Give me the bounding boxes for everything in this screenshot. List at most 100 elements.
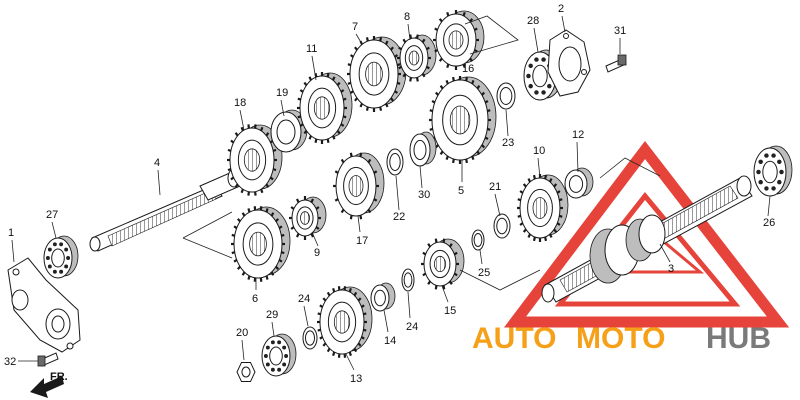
leader-line-c26 xyxy=(767,195,771,217)
bearing-holder-plate xyxy=(7,257,81,353)
callout-labels: 1234567891011121314151617181920212223242… xyxy=(4,3,775,385)
leader-line-c25 xyxy=(479,249,483,265)
callout-32: 32 xyxy=(4,356,16,368)
bearing-26 xyxy=(753,145,793,197)
leader-line-c27 xyxy=(51,221,57,239)
leader-line-c23 xyxy=(505,109,509,137)
leader-line-c2 xyxy=(561,15,566,33)
bolt-31 xyxy=(605,54,627,73)
callout-8: 8 xyxy=(404,11,410,23)
front-arrow-label: FR. xyxy=(50,371,68,383)
callout-2: 2 xyxy=(558,3,564,15)
gear-15 xyxy=(421,238,465,290)
callout-13: 13 xyxy=(350,373,362,385)
leader-line-c28 xyxy=(533,27,539,53)
leader-line-c19 xyxy=(280,99,285,117)
gear-8 xyxy=(397,34,437,82)
callout-19: 19 xyxy=(276,87,288,99)
leader-line-c13 xyxy=(345,353,355,371)
collar-14 xyxy=(370,282,396,312)
watermark-moto: MOTO xyxy=(576,322,665,355)
washer-22 xyxy=(386,148,404,176)
gear-7 xyxy=(347,36,407,112)
group-brackets xyxy=(182,15,661,291)
callout-26: 26 xyxy=(763,217,775,229)
leader-line-c24a xyxy=(303,305,309,327)
washer-25 xyxy=(471,229,485,251)
callout-4: 4 xyxy=(154,157,160,169)
gear-11 xyxy=(297,72,353,144)
callout-5: 5 xyxy=(458,185,464,197)
bolt-32 xyxy=(37,352,59,367)
leader-line-c15 xyxy=(441,285,449,303)
bearing-30 xyxy=(409,131,437,167)
callout-28: 28 xyxy=(527,15,539,27)
leader-line-c11 xyxy=(311,55,317,81)
callout-3: 3 xyxy=(668,263,674,275)
countershaft xyxy=(541,175,753,303)
leader-line-c30 xyxy=(419,165,423,189)
nut-20 xyxy=(236,361,256,383)
callout-27: 27 xyxy=(46,209,58,221)
watermark-logo: AUTO MOTO HUB xyxy=(472,322,771,355)
callout-7: 7 xyxy=(352,21,358,33)
leader-line-c20 xyxy=(241,339,245,361)
leader-line-c24b xyxy=(407,291,411,319)
leader-line-c7 xyxy=(355,33,363,45)
leader-line-c22 xyxy=(395,175,400,211)
gear-5 xyxy=(429,76,497,164)
watermark-hub: HUB xyxy=(706,322,771,355)
callout-23: 23 xyxy=(502,137,514,149)
callout-24: 24 xyxy=(298,293,310,305)
callout-20: 20 xyxy=(236,327,248,339)
leader-line-c17 xyxy=(357,215,361,233)
front-arrow: FR. xyxy=(30,371,68,398)
callout-12: 12 xyxy=(572,129,584,141)
bearing-29 xyxy=(261,333,297,377)
callout-29: 29 xyxy=(266,309,278,321)
mainshaft xyxy=(89,168,241,252)
gears-layer xyxy=(43,10,793,383)
leader-line-c14 xyxy=(383,309,389,333)
gear-13 xyxy=(317,286,373,358)
callout-1: 1 xyxy=(8,227,14,239)
callout-24: 24 xyxy=(406,321,418,333)
watermark-auto: AUTO xyxy=(472,322,556,355)
washer-24a xyxy=(302,326,318,350)
callout-18: 18 xyxy=(234,97,246,109)
gear-18 xyxy=(227,124,283,196)
leader-line-c4 xyxy=(157,169,161,196)
washer-24b xyxy=(401,268,415,292)
collar-12 xyxy=(564,167,594,199)
callout-16: 16 xyxy=(462,63,474,75)
gear-6 xyxy=(231,206,291,282)
callout-11: 11 xyxy=(306,43,317,55)
leader-line-c10 xyxy=(537,157,541,179)
callout-9: 9 xyxy=(314,247,320,259)
callout-15: 15 xyxy=(444,305,456,317)
gear-17 xyxy=(333,152,385,220)
gear-9 xyxy=(289,196,327,240)
callout-31: 31 xyxy=(614,25,626,37)
leader-line-c16 xyxy=(457,63,467,67)
callout-10: 10 xyxy=(533,145,545,157)
bearing-27 xyxy=(43,235,79,279)
leader-line-c9 xyxy=(311,231,319,247)
collar-19 xyxy=(270,109,308,153)
callout-30: 30 xyxy=(418,189,430,201)
callout-17: 17 xyxy=(356,235,368,247)
washer-23 xyxy=(496,82,516,110)
gear-16 xyxy=(433,10,485,70)
bearing-set-plate xyxy=(547,29,591,97)
leader-line-c8 xyxy=(407,23,411,41)
leader-line-c18 xyxy=(239,109,245,131)
leader-line-c3 xyxy=(659,243,671,263)
gear-10 xyxy=(517,174,569,242)
leader-line-c1 xyxy=(11,239,15,263)
callout-14: 14 xyxy=(384,335,396,347)
leader-line-c12 xyxy=(576,141,579,173)
callout-6: 6 xyxy=(252,293,258,305)
callout-25: 25 xyxy=(478,267,490,279)
